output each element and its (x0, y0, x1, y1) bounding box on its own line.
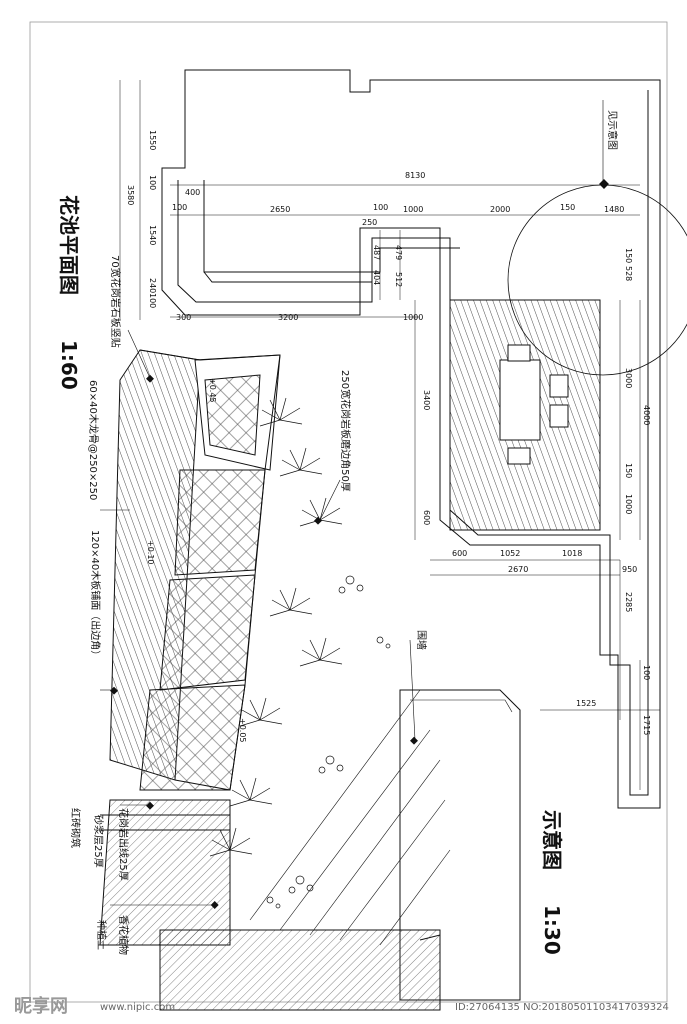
label-soil: 种植土 (95, 920, 108, 950)
plan-drawing (119, 69, 687, 809)
dim-3000: 3000 (624, 368, 633, 388)
chair-right-1 (549, 374, 569, 398)
section-labels: 70宽花岗岩石板竖贴 60×40木龙骨@250×250 120×40木板铺面（出… (69, 255, 428, 955)
dim-2650: 2650 (270, 205, 290, 214)
dim-1525: 1525 (576, 699, 596, 708)
plan-title: 花池平面图 (57, 195, 81, 295)
dim-1715: 1715 (642, 715, 651, 735)
plan-dimensions: 1550 3580 100 1540 240 100 400 100 8130 … (126, 110, 651, 735)
watermark-site: www.nipic.com (100, 1002, 175, 1013)
label-wood-joist: 60×40木龙骨@250×250 (87, 380, 100, 500)
planter-panel-4 (139, 684, 246, 791)
dim-400: 400 (185, 188, 200, 197)
leader-lines (100, 329, 418, 909)
dim-600b: 600 (452, 549, 467, 558)
dim-3580: 3580 (126, 185, 135, 205)
dim-150b: 150 (624, 248, 633, 263)
see-detail-label: 见示意图 (606, 110, 619, 150)
label-granite-trim: 花岗岩出线25厚 (117, 808, 130, 881)
watermark: 昵享网 www.nipic.com ID:27064135 NO:2018050… (14, 995, 669, 1017)
dim-100d: 100 (373, 203, 388, 212)
wall-outline (161, 69, 661, 809)
dim-100b: 100 (148, 293, 157, 308)
watermark-id: ID:27064135 NO:20180501103417039324 (455, 1002, 669, 1013)
dim-2285: 2285 (624, 592, 633, 612)
dim-1000b: 1000 (403, 313, 423, 322)
dim-404: 404 (372, 270, 381, 285)
label-mortar: 砂浆层25厚 (92, 815, 105, 868)
plan-scale: 1:60 (57, 340, 81, 390)
elev-005: +0.05 (238, 718, 247, 743)
dim-1540: 1540 (148, 225, 157, 245)
dim-150a: 150 (560, 203, 575, 212)
table (499, 359, 541, 441)
section-title: 示意图 (540, 810, 564, 870)
dim-4000: 4000 (642, 405, 651, 425)
dim-3400: 3400 (422, 390, 431, 410)
chair-top (507, 344, 531, 362)
label-boundary-wall: 围墙 (415, 630, 428, 650)
dim-100e: 100 (642, 665, 651, 680)
dim-479: 479 (394, 245, 403, 260)
dim-512: 512 (394, 272, 403, 287)
dim-950: 950 (622, 565, 637, 574)
dim-1018: 1018 (562, 549, 582, 558)
ground-soil (159, 929, 441, 1011)
chair-right-2 (549, 404, 569, 428)
dim-2000: 2000 (490, 205, 510, 214)
dim-1000a: 1000 (403, 205, 423, 214)
planter-panel-2 (174, 469, 266, 576)
planter-panel-3 (159, 574, 256, 691)
chair-bottom (507, 447, 531, 465)
label-granite-slab: 250宽花岗岩板磨边角50厚 (339, 370, 352, 492)
dim-1550: 1550 (148, 130, 157, 150)
dim-150c: 150 (624, 463, 633, 478)
dim-2670: 2670 (508, 565, 528, 574)
dim-100a: 100 (148, 175, 157, 190)
dim-300: 300 (176, 313, 191, 322)
elev-045: +0.45 (208, 378, 217, 403)
dim-1052: 1052 (500, 549, 520, 558)
dim-1480: 1480 (604, 205, 624, 214)
dim-240: 240 (148, 278, 157, 293)
dim-600a: 600 (422, 510, 431, 525)
dim-487: 487 (372, 245, 381, 260)
elev-010: +0.10 (146, 540, 155, 565)
dim-250: 250 (362, 218, 377, 227)
section-scale: 1:30 (540, 905, 564, 955)
label-granite-stone: 70宽花岗岩石板竖贴 (109, 255, 122, 348)
isometric-drawing (99, 349, 521, 1011)
dim-100c: 100 (172, 203, 187, 212)
dim-1000c: 1000 (624, 494, 633, 514)
planter-panel-1 (204, 374, 261, 456)
label-brick: 红砖砌筑 (69, 808, 82, 848)
dim-8130: 8130 (405, 171, 425, 180)
label-fragrant-plants: 香花植物 (117, 915, 130, 955)
plants (209, 397, 391, 909)
watermark-logo: 昵享网 (14, 995, 68, 1017)
dim-3200: 3200 (278, 313, 298, 322)
dim-528: 528 (624, 266, 633, 281)
label-wood-plank: 120×40木板铺面（出边角） (89, 530, 102, 660)
